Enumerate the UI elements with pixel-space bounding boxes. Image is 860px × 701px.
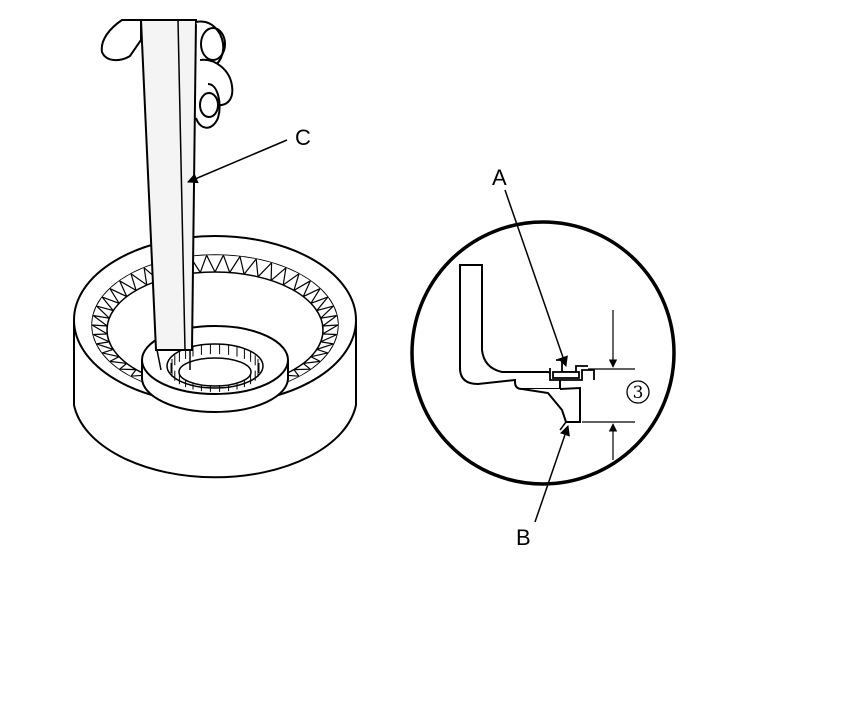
label-a: A <box>492 165 507 190</box>
dimension-value: 3 <box>633 383 644 403</box>
hand <box>100 19 234 129</box>
tool-bar <box>139 19 198 371</box>
detail-circle <box>410 220 676 486</box>
leader-line-c <box>187 139 288 184</box>
dimension-badge: 3 <box>626 380 650 404</box>
bearing-rollers <box>170 344 260 392</box>
leader-line-b <box>534 425 570 523</box>
label-b: B <box>516 525 531 550</box>
label-c: C <box>295 125 311 150</box>
detail-view: 3 <box>410 220 676 486</box>
dimension-lines <box>582 310 635 460</box>
leader-line-a <box>504 189 568 367</box>
